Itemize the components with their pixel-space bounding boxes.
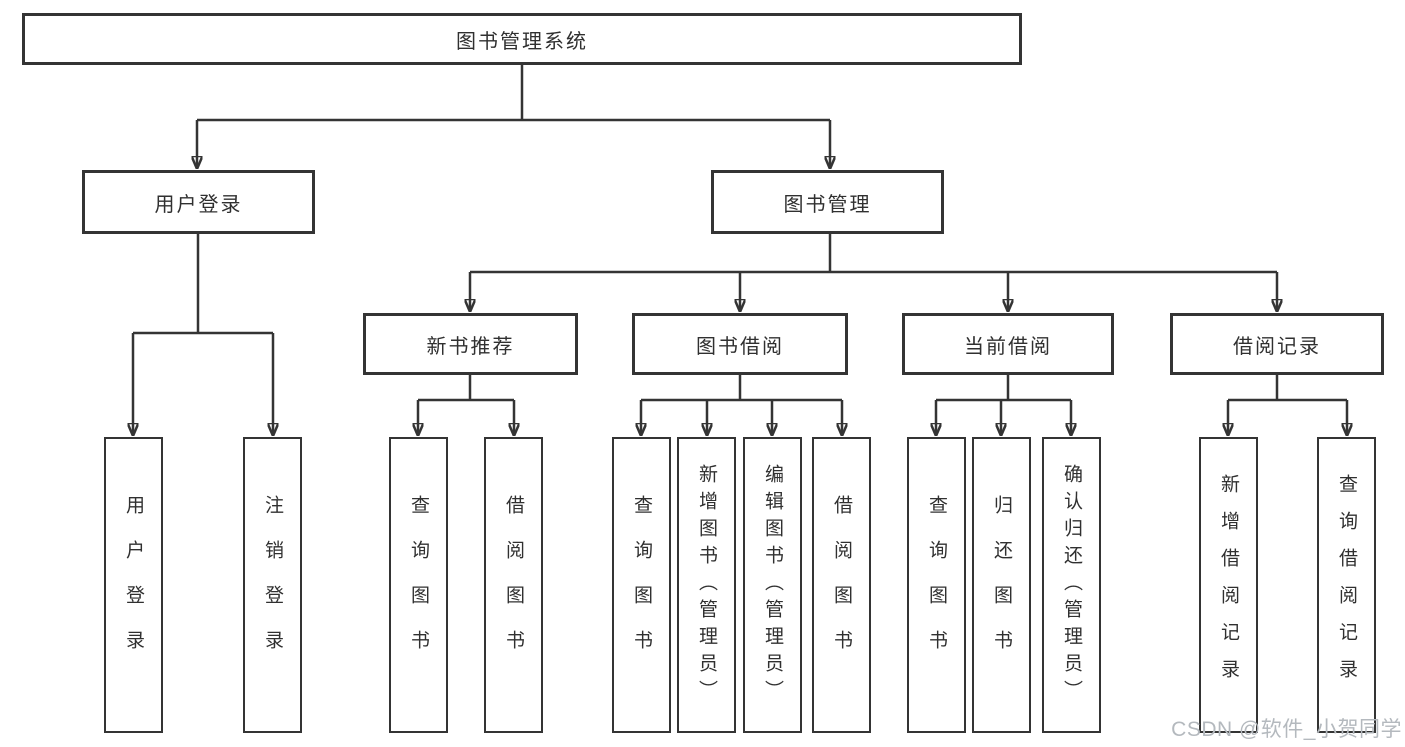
leaf-confirm-return-admin-label: 确认归还（管理员） bbox=[1061, 463, 1082, 707]
leaf-query-borrow-record: 查询借阅记录 bbox=[1317, 437, 1376, 733]
leaf-logout: 注销登录 bbox=[243, 437, 302, 733]
leaf-query-book-recommend: 查询图书 bbox=[389, 437, 448, 733]
node-root-label: 图书管理系统 bbox=[456, 30, 588, 53]
leaf-confirm-return-admin: 确认归还（管理员） bbox=[1042, 437, 1101, 733]
node-user-login-label: 用户登录 bbox=[154, 193, 243, 216]
leaf-user-login-label: 用户登录 bbox=[123, 495, 144, 675]
leaf-return-book: 归还图书 bbox=[972, 437, 1031, 733]
node-new-book-recommend-label: 新书推荐 bbox=[426, 335, 515, 358]
node-book-borrow: 图书借阅 bbox=[632, 313, 848, 375]
leaf-query-book-current-label: 查询图书 bbox=[926, 495, 947, 675]
node-book-management: 图书管理 bbox=[711, 170, 944, 234]
node-book-management-label: 图书管理 bbox=[783, 193, 872, 216]
node-user-login: 用户登录 bbox=[82, 170, 315, 234]
leaf-return-book-label: 归还图书 bbox=[991, 495, 1012, 675]
leaf-query-book-recommend-label: 查询图书 bbox=[408, 495, 429, 675]
leaf-add-borrow-record: 新增借阅记录 bbox=[1199, 437, 1258, 733]
leaf-query-borrow-record-label: 查询借阅记录 bbox=[1336, 474, 1357, 696]
leaf-add-book-admin-label: 新增图书（管理员） bbox=[696, 463, 717, 707]
node-borrow-records: 借阅记录 bbox=[1170, 313, 1384, 375]
leaf-add-book-admin: 新增图书（管理员） bbox=[677, 437, 736, 733]
leaf-query-book-current: 查询图书 bbox=[907, 437, 966, 733]
node-borrow-records-label: 借阅记录 bbox=[1233, 335, 1321, 358]
leaf-borrow-book-borrow-label: 借阅图书 bbox=[831, 495, 852, 675]
csdn-watermark: CSDN @软件_小贺同学 bbox=[1171, 718, 1402, 741]
leaf-edit-book-admin: 编辑图书（管理员） bbox=[743, 437, 802, 733]
leaf-add-borrow-record-label: 新增借阅记录 bbox=[1218, 474, 1239, 696]
leaf-user-login: 用户登录 bbox=[104, 437, 163, 733]
node-new-book-recommend: 新书推荐 bbox=[363, 313, 578, 375]
leaf-borrow-book-recommend-label: 借阅图书 bbox=[503, 495, 524, 675]
node-current-borrow-label: 当前借阅 bbox=[964, 335, 1052, 358]
node-book-borrow-label: 图书借阅 bbox=[696, 335, 784, 358]
leaf-query-book-borrow-label: 查询图书 bbox=[631, 495, 652, 675]
leaf-edit-book-admin-label: 编辑图书（管理员） bbox=[762, 463, 783, 707]
node-root: 图书管理系统 bbox=[22, 13, 1022, 65]
leaf-query-book-borrow: 查询图书 bbox=[612, 437, 671, 733]
leaf-borrow-book-recommend: 借阅图书 bbox=[484, 437, 543, 733]
leaf-logout-label: 注销登录 bbox=[262, 495, 283, 675]
node-current-borrow: 当前借阅 bbox=[902, 313, 1114, 375]
leaf-borrow-book-borrow: 借阅图书 bbox=[812, 437, 871, 733]
